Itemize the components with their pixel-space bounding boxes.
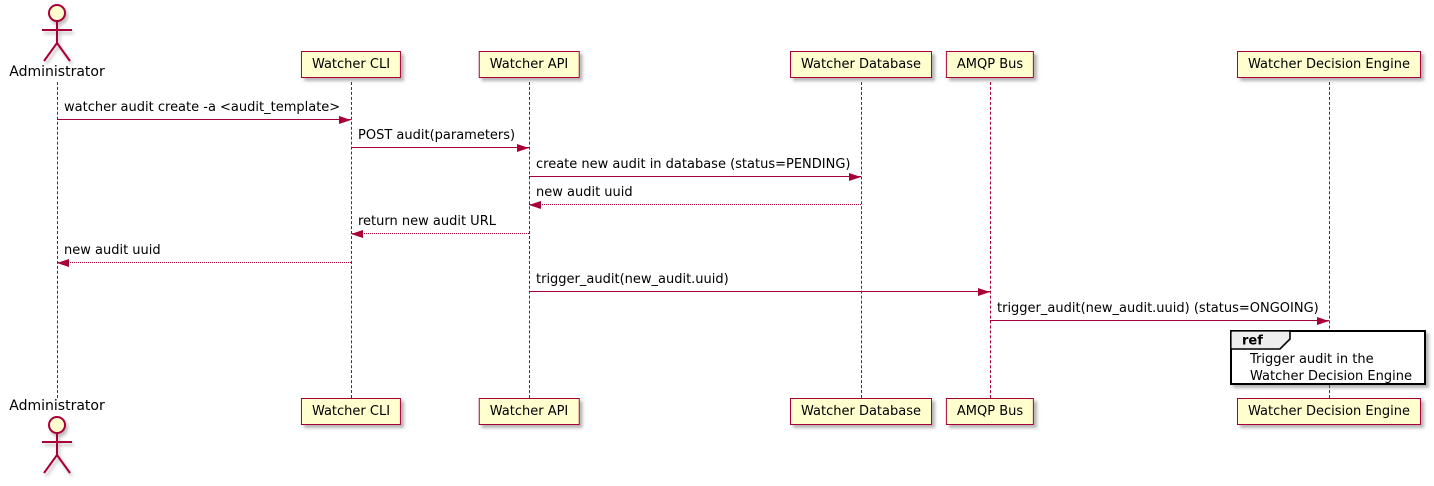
- message-line-5: [351, 233, 529, 234]
- message-line-6: [57, 262, 351, 263]
- message-arrowhead-5: [351, 229, 363, 238]
- participant-bottom-watcher-cli: Watcher CLI: [300, 398, 402, 425]
- participant-bottom-watcher-decision-engine: Watcher Decision Engine: [1237, 398, 1421, 425]
- actor-figure-top: [42, 4, 72, 62]
- message-arrowhead-4: [529, 200, 541, 209]
- message-arrowhead-1: [339, 115, 351, 124]
- ref-keyword: ref: [1242, 334, 1263, 349]
- lifeline-watcher-decision-engine: [1329, 82, 1330, 398]
- message-line-7: [529, 291, 990, 292]
- message-label-4: new audit uuid: [536, 185, 633, 200]
- lifeline-watcher-database: [861, 82, 862, 398]
- participant-top-watcher-database: Watcher Database: [790, 51, 932, 78]
- message-label-2: POST audit(parameters): [358, 128, 516, 143]
- message-label-1: watcher audit create -a <audit_template>: [64, 100, 341, 115]
- actor-label-bottom: Administrator: [9, 398, 105, 414]
- actor-figure-bottom: [42, 416, 72, 474]
- ref-text: Trigger audit in the Watcher Decision En…: [1250, 351, 1424, 385]
- lifeline-administrator: [57, 82, 58, 398]
- message-label-6: new audit uuid: [64, 243, 161, 258]
- message-arrowhead-6: [57, 258, 69, 267]
- message-arrowhead-3: [849, 172, 861, 181]
- participant-bottom-watcher-database: Watcher Database: [790, 398, 932, 425]
- lifeline-watcher-cli: [351, 82, 352, 398]
- participant-top-watcher-decision-engine: Watcher Decision Engine: [1237, 51, 1421, 78]
- lifeline-amqp-bus: [990, 82, 991, 398]
- message-label-3: create new audit in database (status=PEN…: [536, 157, 851, 172]
- participant-top-watcher-api: Watcher API: [478, 51, 580, 78]
- message-line-8: [990, 320, 1329, 321]
- ref-text-line-1: Trigger audit in the: [1250, 352, 1374, 367]
- ref-text-line-2: Watcher Decision Engine: [1250, 369, 1412, 384]
- participant-top-watcher-cli: Watcher CLI: [300, 51, 402, 78]
- message-label-8: trigger_audit(new_audit.uuid) (status=ON…: [997, 301, 1319, 316]
- message-line-2: [351, 147, 529, 148]
- message-arrowhead-8: [1317, 316, 1329, 325]
- ref-keyword-tag: ref: [1230, 330, 1291, 350]
- participant-bottom-amqp-bus: AMQP Bus: [945, 398, 1035, 425]
- participant-top-amqp-bus: AMQP Bus: [945, 51, 1035, 78]
- message-arrowhead-7: [978, 287, 990, 296]
- message-label-7: trigger_audit(new_audit.uuid): [536, 272, 729, 287]
- message-arrowhead-2: [517, 143, 529, 152]
- message-line-3: [529, 176, 861, 177]
- actor-label-top: Administrator: [9, 64, 105, 80]
- ref-fragment: ref Trigger audit in the Watcher Decisio…: [1230, 330, 1426, 385]
- message-label-5: return new audit URL: [358, 214, 496, 229]
- message-line-4: [529, 204, 861, 205]
- message-line-1: [57, 119, 351, 120]
- lifeline-watcher-api: [529, 82, 530, 398]
- participant-bottom-watcher-api: Watcher API: [478, 398, 580, 425]
